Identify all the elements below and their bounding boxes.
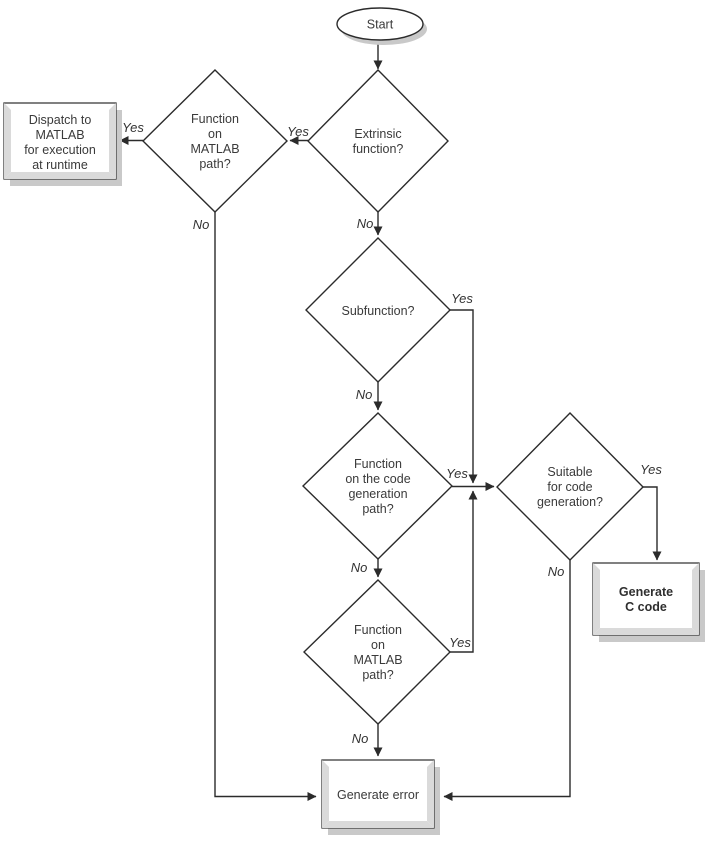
generate-c-box <box>592 562 700 636</box>
dispatch-bevel-left <box>4 103 11 179</box>
label-subfunction-no: No <box>356 387 373 402</box>
upper-matlab-diamond <box>142 69 288 213</box>
generate-c-bevel-right <box>692 563 699 635</box>
label-extrinsic-yes: Yes <box>287 124 309 139</box>
dispatch-bevel-bottom <box>4 172 116 179</box>
node-start: Start <box>336 7 427 45</box>
generate-c-bevel-bottom <box>593 628 699 635</box>
label-suitable-no: No <box>548 564 565 579</box>
subfunction-label: Subfunction? <box>342 304 415 318</box>
edge-subfunction-yes <box>450 309 478 484</box>
label-extrinsic-no: No <box>357 216 374 231</box>
node-generate-error: Generate error <box>321 759 440 835</box>
edge-upper-matlab-no <box>214 212 317 801</box>
edge-labels: Yes Yes No No Yes No Yes No Yes No Yes N… <box>122 120 662 746</box>
label-suitable-yes: Yes <box>640 462 662 477</box>
suitable-diamond <box>496 412 644 561</box>
edge-lower-matlab-yes <box>450 490 478 653</box>
node-subfunction: Subfunction? <box>305 237 451 383</box>
lower-matlab-diamond <box>302 579 451 725</box>
generate-c-bevel-left <box>593 563 600 635</box>
label-lower-matlab-no: No <box>352 731 369 746</box>
extrinsic-diamond <box>307 69 449 213</box>
subfunction-diamond <box>305 237 451 383</box>
generate-error-bevel-left <box>322 760 329 828</box>
start-ellipse <box>336 7 424 41</box>
edge-suitable-yes <box>643 486 662 561</box>
label-subfunction-yes: Yes <box>451 291 473 306</box>
label-codegen-yes: Yes <box>446 466 468 481</box>
edge-suitable-no <box>443 560 571 801</box>
edges <box>119 41 662 801</box>
label-upper-matlab-yes: Yes <box>122 120 144 135</box>
label-codegen-no: No <box>351 560 368 575</box>
dispatch-bevel-right <box>109 103 116 179</box>
start-label: Start <box>367 18 394 32</box>
label-upper-matlab-no: No <box>193 217 210 232</box>
dispatch-box <box>3 102 117 180</box>
generate-error-bevel-bottom <box>322 821 434 828</box>
generate-error-label: Generate error <box>337 788 419 802</box>
label-lower-matlab-yes: Yes <box>449 635 471 650</box>
codegen-path-diamond <box>301 412 453 560</box>
generate-error-bevel-right <box>427 760 434 828</box>
